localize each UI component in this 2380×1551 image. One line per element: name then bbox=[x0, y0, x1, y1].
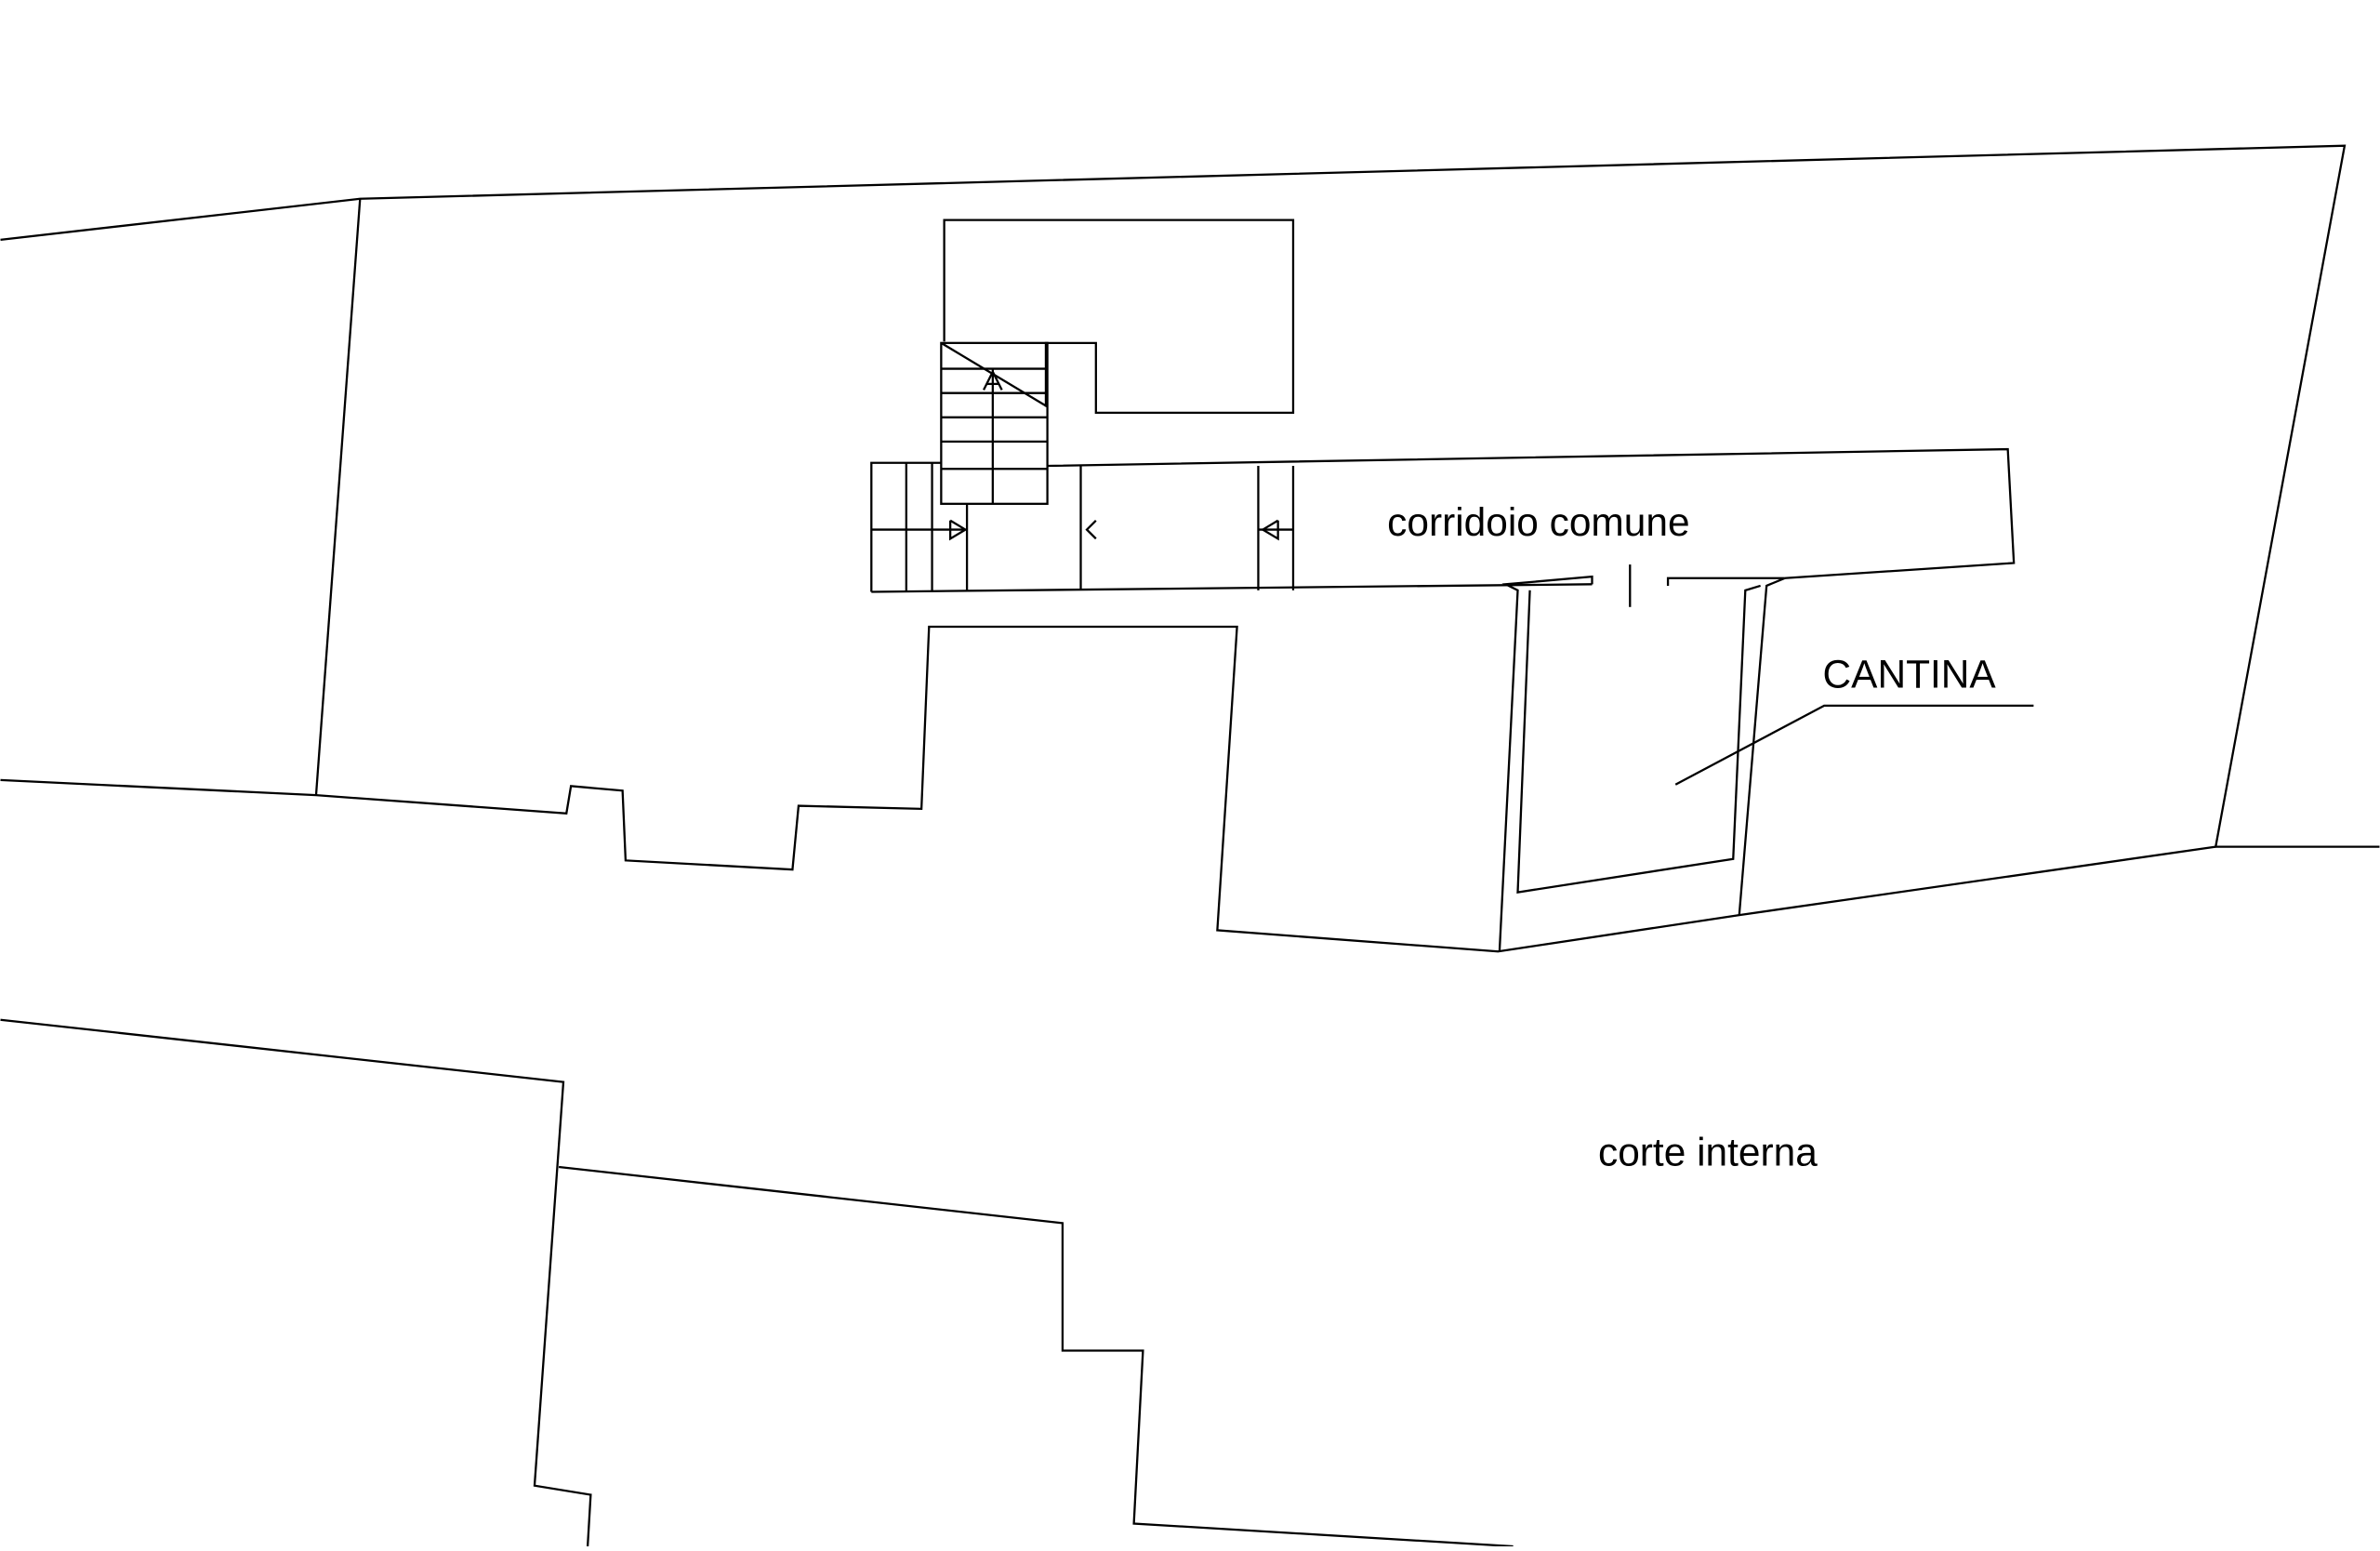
label-corte-interna: corte interna bbox=[1598, 1130, 1818, 1173]
wall-left-unit bbox=[314, 198, 362, 796]
corridor-outline bbox=[1047, 447, 2016, 579]
cellar-wall-left-inner bbox=[1516, 584, 1761, 894]
door-swing-icon bbox=[1085, 519, 1097, 540]
cellar-wall-right-outer bbox=[1666, 577, 1786, 916]
corridor-left-wall bbox=[870, 461, 942, 592]
stair-arrow-left-icon bbox=[1261, 519, 1279, 541]
cellar-leader-line bbox=[1674, 704, 2034, 786]
stair-flight-upper bbox=[940, 341, 1049, 505]
building-outline-top bbox=[0, 144, 2380, 848]
lower-building-outline bbox=[0, 1018, 592, 1547]
label-cantina: CANTINA bbox=[1823, 652, 1997, 696]
corridor-bottom-wall bbox=[871, 583, 1593, 593]
cellar-wall-left-outer bbox=[1498, 575, 1593, 952]
lower-building-inner-wall bbox=[558, 1165, 1514, 1548]
label-corridoio-comune: corridoio comune bbox=[1387, 500, 1689, 544]
stair-enclosure bbox=[943, 219, 1295, 415]
building-outline-bottom bbox=[0, 625, 2216, 953]
stair-arrow-right-icon bbox=[949, 519, 968, 541]
